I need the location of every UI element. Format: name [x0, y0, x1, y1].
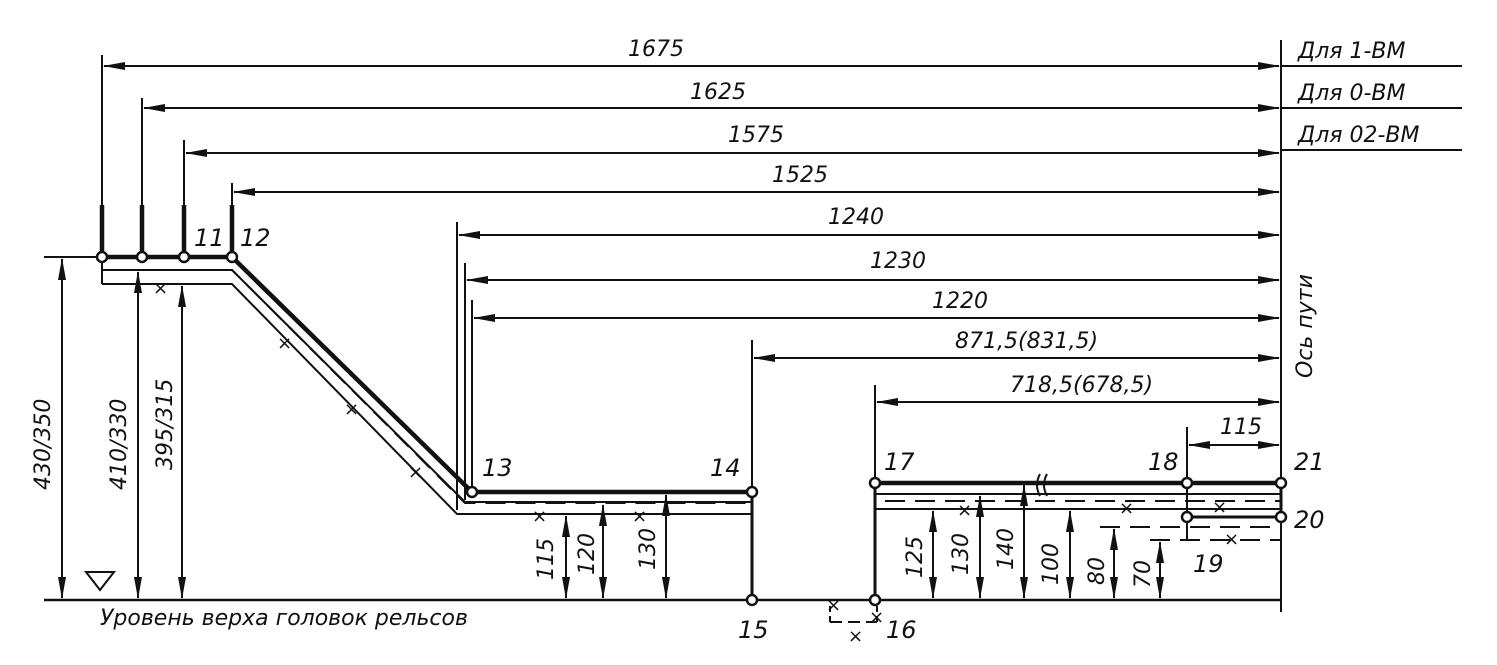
point-13: 13: [482, 454, 513, 482]
dim-125: 125: [903, 536, 928, 578]
rail-level-line: [44, 256, 1281, 602]
label-for-0-vm: Для 0-ВМ: [1297, 81, 1406, 106]
dim-70: 70: [1131, 560, 1156, 588]
dim-130-left: 130: [636, 528, 661, 570]
svg-text:×: ×: [848, 626, 863, 647]
label-for-02-vm: Для 02-ВМ: [1297, 123, 1420, 148]
point-18: 18: [1148, 448, 1179, 476]
point-12: 12: [240, 224, 271, 252]
point-markers: [95, 250, 1288, 607]
dim-140: 140: [994, 528, 1019, 570]
dim-1575: 1575: [728, 123, 784, 148]
point-number-labels: 11 12 13 14 15 16 17 18 19 20 21: [194, 224, 1325, 644]
svg-text:×: ×: [1119, 498, 1134, 519]
gauge-type-labels: Для 1-ВМ Для 0-ВМ Для 02-ВМ: [1297, 39, 1420, 148]
gauge-type-lines: [1281, 65, 1462, 151]
point-20: 20: [1294, 506, 1325, 534]
label-for-1-vm: Для 1-ВМ: [1297, 39, 1406, 64]
point-17: 17: [884, 448, 915, 476]
dim-871-5: 871,5(831,5): [955, 329, 1098, 354]
dim-115-right: 115: [1220, 415, 1262, 440]
dim-1220: 1220: [932, 289, 988, 314]
dim-1240: 1240: [828, 205, 884, 230]
svg-text:×: ×: [277, 333, 292, 354]
label-rail-level: Уровень верха головок рельсов: [100, 606, 468, 631]
dim-120: 120: [575, 533, 600, 575]
svg-text:×: ×: [1212, 497, 1227, 518]
dim-410-330: 410/330: [107, 399, 132, 490]
dim-80: 80: [1085, 557, 1110, 585]
dim-115: 115: [534, 538, 559, 580]
svg-text:×: ×: [826, 595, 841, 616]
point-16: 16: [886, 616, 917, 644]
dim-395-315: 395/315: [153, 379, 178, 470]
svg-text:×: ×: [408, 462, 423, 483]
cross-marks: × × × × × × × × × × × × ×: [153, 278, 1239, 647]
label-track-axis: Ось пути: [1293, 274, 1318, 378]
dim-718-5: 718,5(678,5): [1010, 373, 1153, 398]
dim-1525: 1525: [772, 163, 828, 188]
point-14: 14: [710, 454, 741, 482]
horizontal-dimension-lines: [103, 62, 1280, 449]
svg-text:×: ×: [957, 500, 972, 521]
level-triangle-icon: [83, 571, 117, 592]
svg-text:×: ×: [869, 607, 884, 628]
point-19: 19: [1193, 550, 1224, 578]
gauge-outline: [101, 254, 1283, 601]
vertical-dimension-values: 430/350 410/330 395/315 115 120 130 125 …: [31, 379, 1156, 588]
dim-1675: 1675: [628, 37, 684, 62]
svg-text:×: ×: [153, 278, 168, 299]
horizontal-dimension-values: 1675 1625 1575 1525 1240 1230 1220 871,5…: [628, 37, 1262, 440]
dim-1230: 1230: [870, 249, 926, 274]
dim-1625: 1625: [690, 80, 746, 105]
svg-text:×: ×: [344, 399, 359, 420]
point-11: 11: [194, 224, 225, 252]
vertical-dimension-lines: [58, 258, 1164, 599]
dim-130-right: 130: [949, 533, 974, 575]
svg-text:×: ×: [632, 506, 647, 527]
dashed-inner-lines: [102, 269, 1281, 623]
svg-text:×: ×: [532, 506, 547, 527]
dim-100: 100: [1039, 543, 1064, 585]
point-15: 15: [738, 616, 769, 644]
dim-430-350: 430/350: [31, 399, 56, 490]
point-21: 21: [1294, 448, 1325, 476]
svg-text:×: ×: [1224, 529, 1239, 550]
